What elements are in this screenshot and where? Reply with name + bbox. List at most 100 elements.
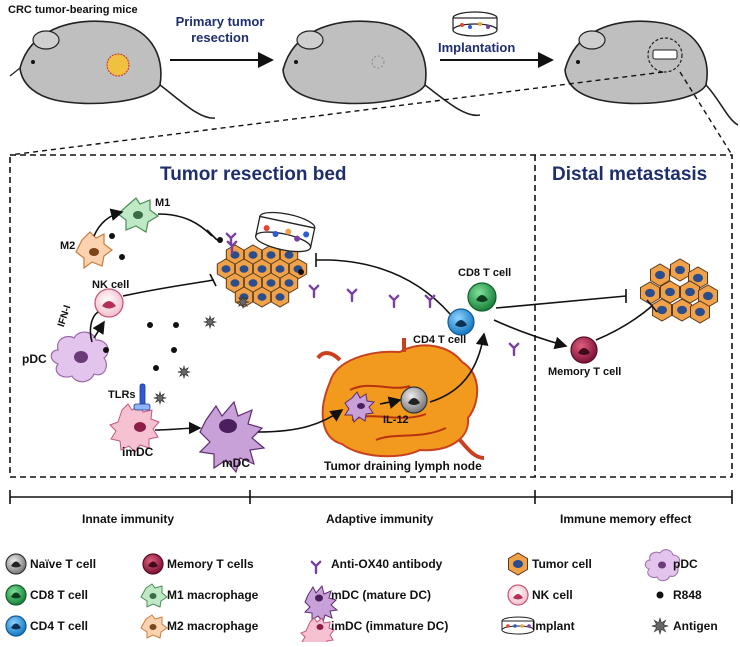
memory-label: Memory T cell (548, 366, 622, 378)
antibody-icon (226, 240, 238, 255)
mouse-implanted (564, 20, 739, 126)
tumor-cell (243, 272, 263, 294)
tumor-cell (672, 298, 692, 322)
tumor-cell (270, 286, 290, 308)
antigen (152, 390, 168, 406)
tumor-cell (234, 258, 254, 280)
r848-dot (103, 347, 109, 353)
legend-label-memory: Memory T cells (167, 557, 254, 571)
left-panel-title: Tumor resection bed (160, 164, 347, 185)
legend-label-m1: M1 macrophage (167, 588, 259, 602)
r848-dot (147, 322, 153, 328)
legend-label-implant: Implant (532, 619, 575, 633)
antigen (202, 314, 218, 330)
memory-t-cell (570, 336, 598, 364)
timeline-memory: Immune memory effect (560, 512, 692, 526)
tumor-cell (225, 272, 245, 294)
naive-t-cell-icon (5, 553, 27, 575)
legend-label-cd8: CD8 T cell (30, 588, 89, 602)
r848-dot (217, 237, 223, 243)
legend-label-nk: NK cell (532, 588, 573, 602)
arrow-ifn (92, 320, 105, 339)
lymph-node-label: Tumor draining lymph node (324, 459, 482, 473)
cd4-t-cell-icon (5, 615, 27, 637)
cd4-t-cell (447, 308, 475, 336)
r848-dot (171, 347, 177, 353)
zoom-line-left (9, 71, 664, 156)
tumor-cell (270, 258, 290, 280)
pdc-icon (644, 549, 681, 582)
antibody-icon (346, 288, 358, 303)
antigen-icon (650, 616, 670, 636)
il12-label: IL-12 (383, 414, 409, 426)
tumor-bed-cluster (216, 244, 308, 308)
antigen-group (152, 294, 251, 406)
m2-label: M2 (60, 240, 76, 252)
cd8-t-cell-icon (5, 584, 27, 606)
tumor-cell (640, 281, 660, 305)
m2-macrophage-icon (140, 614, 168, 639)
panel-frame (9, 154, 733, 478)
r848-dot (109, 233, 115, 239)
r848-group (103, 233, 304, 371)
legend-label-tumor: Tumor cell (532, 557, 592, 571)
lymph-node (316, 338, 485, 460)
m1-label: M1 (155, 197, 171, 209)
antibody-icon (508, 342, 520, 357)
tumor-cell-icon (508, 552, 528, 576)
mdc-icon (303, 584, 339, 624)
tumor-cell (216, 258, 236, 280)
legend-label-cd4: CD4 T cell (30, 619, 89, 633)
right-panel-title: Distal metastasis (552, 164, 708, 185)
legend-label-imdc: imDC (immature DC) (331, 619, 449, 633)
legend-label-r848: R848 (673, 588, 702, 602)
tumor-cell (252, 286, 272, 308)
antibody-icon (424, 294, 436, 309)
imdc-cell (109, 383, 160, 453)
tumor-cell (680, 280, 700, 304)
imdc-label: imDC (122, 445, 154, 459)
legend-label-pdc: pDC (673, 557, 698, 571)
antibody-icon (308, 284, 320, 299)
flow-arrows (89, 208, 658, 435)
m2-macrophage (75, 231, 113, 270)
nk-label: NK cell (92, 279, 130, 291)
mdc-label: mDC (222, 456, 251, 470)
implant-dish-top (452, 11, 498, 37)
m1-macrophage-icon (140, 583, 168, 608)
implant-icon (501, 616, 535, 635)
antigen (176, 364, 192, 380)
m1-macrophage (117, 197, 160, 233)
legend-label-mdc: mDC (mature DC) (331, 588, 432, 602)
tumor-cell (225, 244, 245, 266)
tumor-cell (243, 244, 263, 266)
imdc-icon (300, 617, 335, 647)
memory-t-cell-icon (142, 553, 164, 575)
mouse-resected (282, 20, 481, 117)
r848-icon (656, 591, 664, 599)
tumor-cell (670, 258, 690, 282)
mouse-tumor-bearing (9, 20, 216, 119)
antibody-icon (310, 560, 322, 575)
antibody-group (225, 232, 520, 357)
zoom-line-right (679, 71, 733, 156)
r848-dot (153, 365, 159, 371)
r848-dot (298, 269, 304, 275)
tumor-cell (652, 298, 672, 322)
mdc-cell (198, 400, 266, 474)
legend-label-antigen: Antigen (673, 619, 718, 633)
r848-dot (173, 322, 179, 328)
nk-cell (94, 288, 124, 318)
pdc-label: pDC (22, 352, 47, 366)
nk-cell-icon (507, 584, 529, 606)
timeline-adaptive: Adaptive immunity (326, 512, 434, 526)
antibody-icon (388, 294, 400, 309)
legend-label-naive: Naïve T cell (30, 557, 97, 571)
timeline-innate: Innate immunity (82, 512, 175, 526)
tumor-cell (650, 263, 670, 287)
cd8-label: CD8 T cell (458, 267, 512, 279)
implant-dish-bed (254, 211, 316, 253)
cd8-t-cell (467, 282, 497, 312)
